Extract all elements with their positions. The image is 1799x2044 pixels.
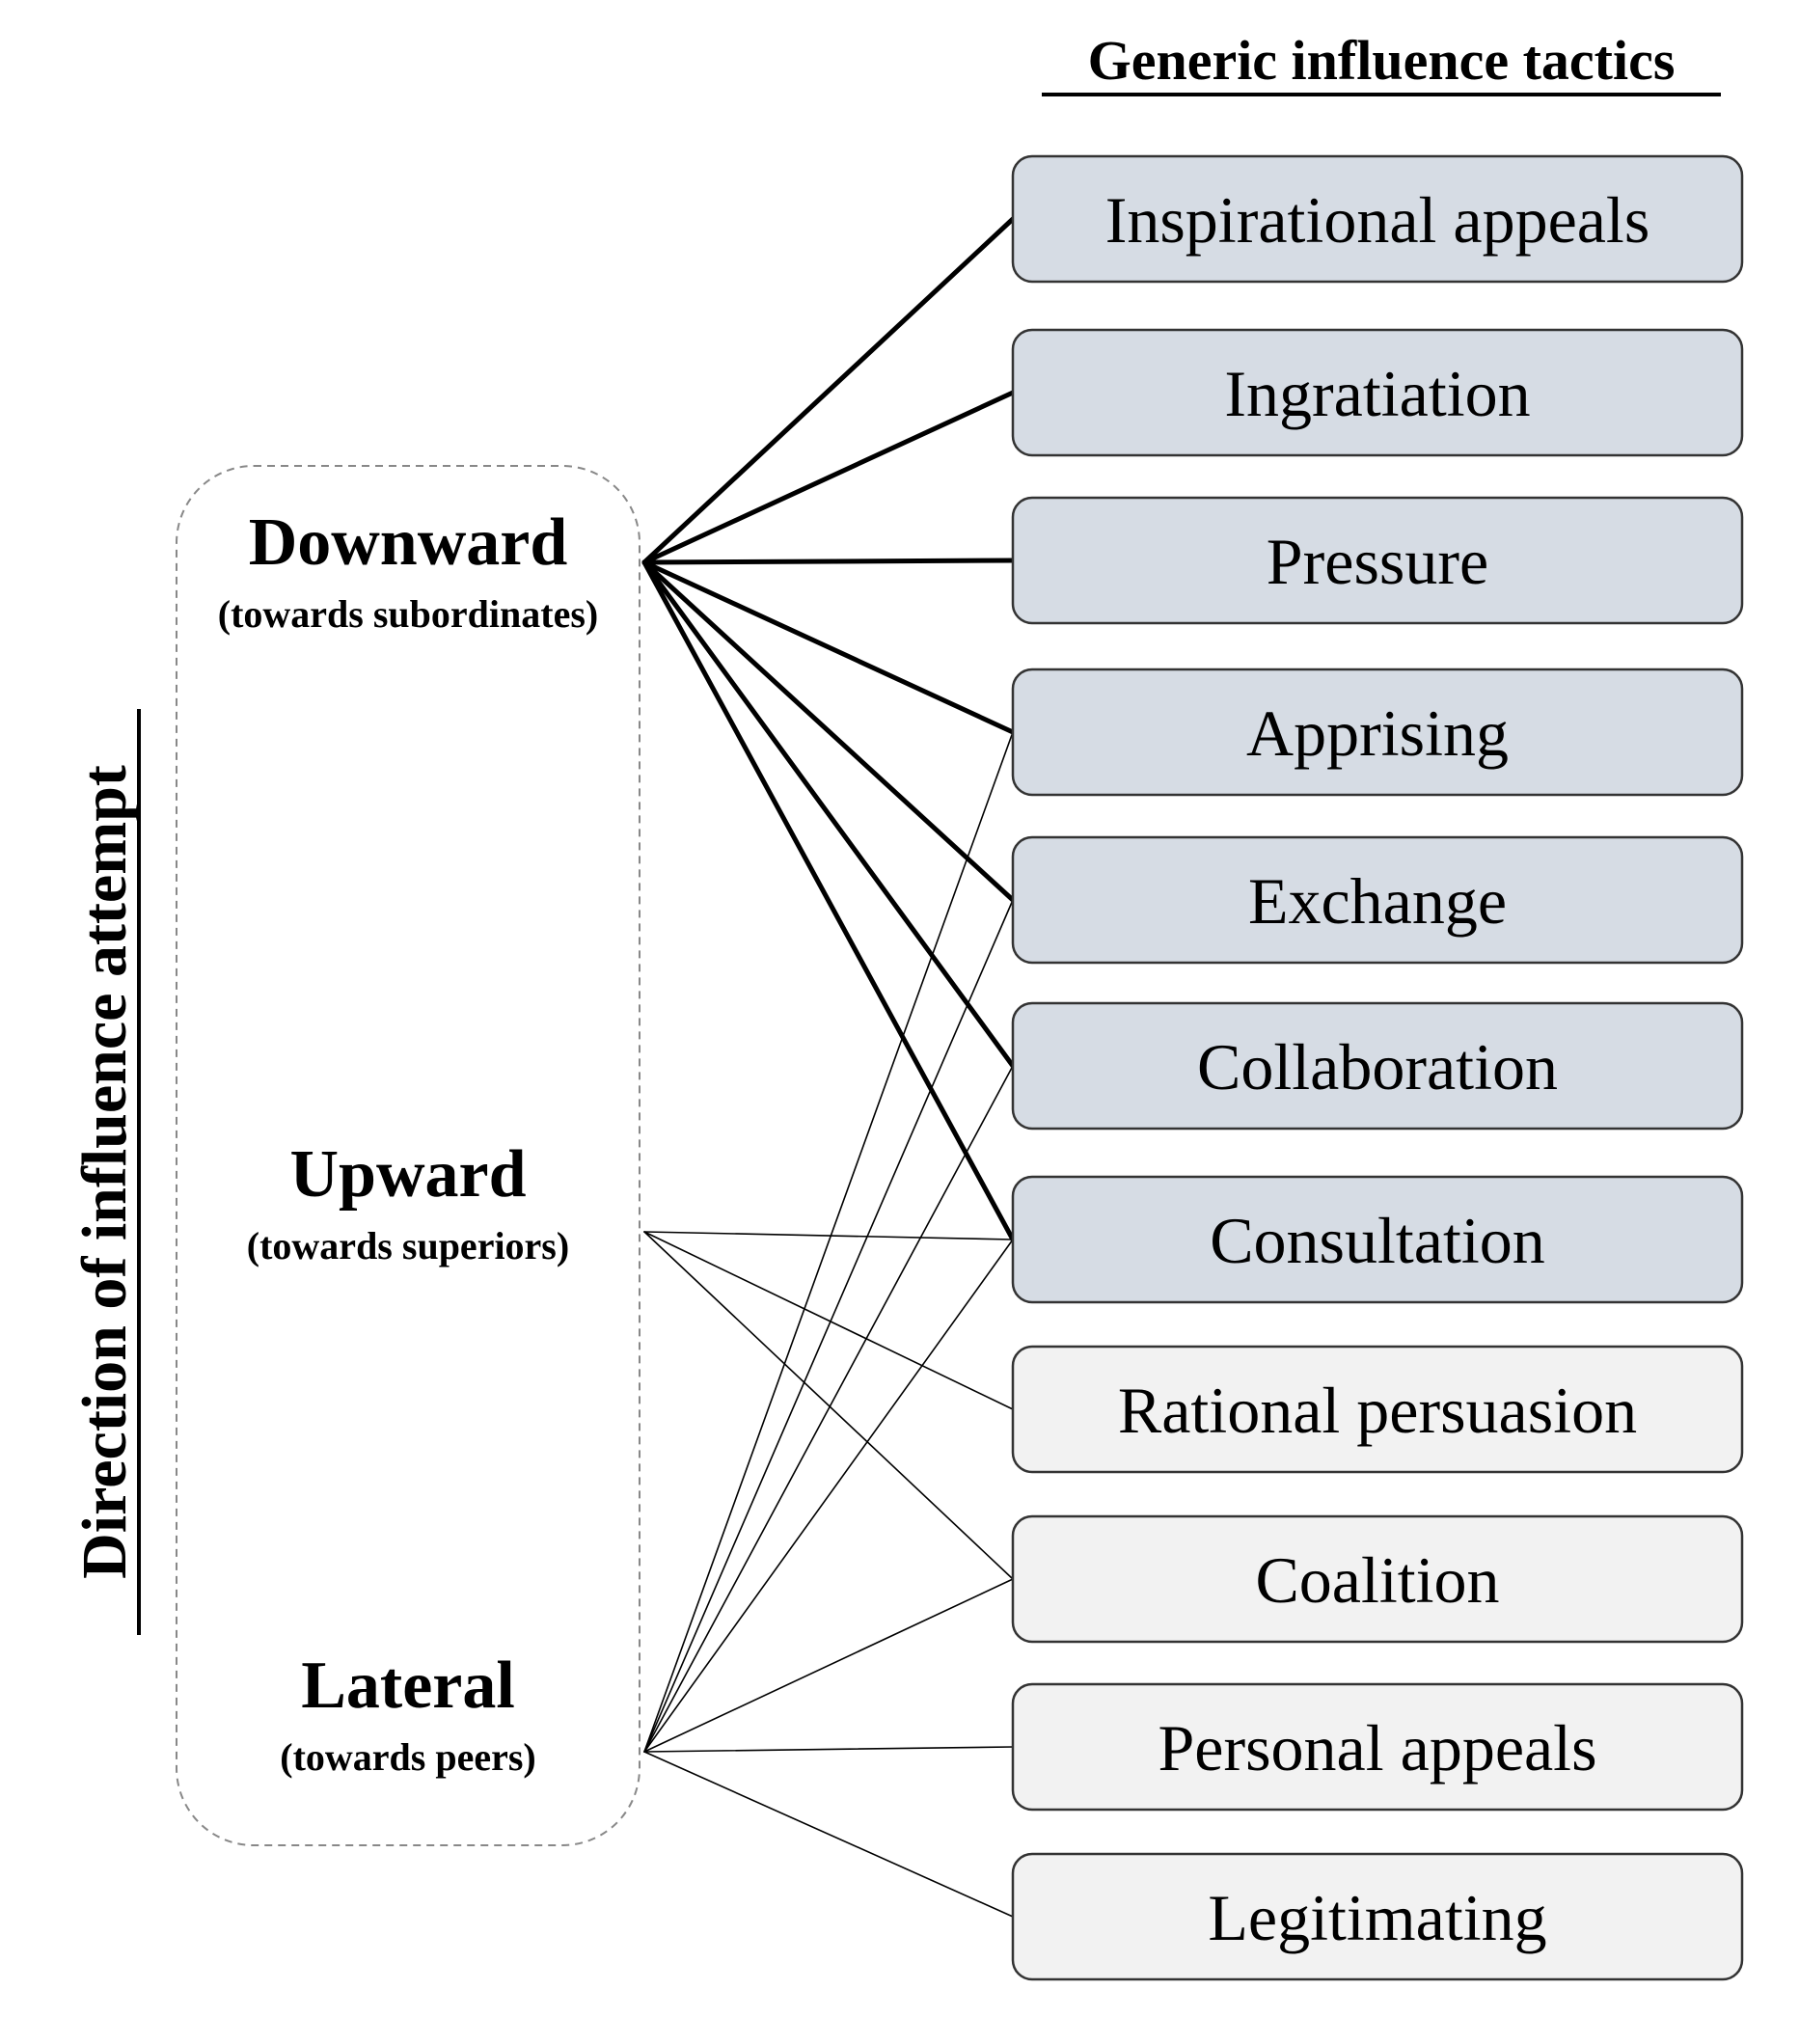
connection-lateral-to-coalition	[643, 1578, 1014, 1753]
connection-downward-to-apprising	[641, 559, 1016, 735]
tactic-label: Coalition	[1255, 1543, 1499, 1617]
direction-lateral: Lateral (towards peers)	[280, 1649, 536, 1779]
tactic-pressure: Pressure	[1011, 496, 1744, 625]
tactic-label: Inspirational appeals	[1105, 183, 1650, 257]
connection-lateral-to-consultation	[643, 1239, 1014, 1753]
tactic-apprising: Apprising	[1011, 668, 1744, 797]
tactic-rational-persuasion: Rational persuasion	[1011, 1345, 1744, 1474]
tactic-list: Inspirational appealsIngratiationPressur…	[1011, 154, 1744, 1981]
connection-lines	[641, 216, 1016, 1918]
tactic-label: Consultation	[1210, 1204, 1545, 1277]
tactic-box	[1011, 1345, 1744, 1474]
side-label-group: Direction of influence attempt	[69, 709, 141, 1635]
connection-downward-to-consultation	[641, 559, 1016, 1242]
direction-upward: Upward (towards superiors)	[247, 1137, 569, 1267]
tactic-inspirational-appeals: Inspirational appeals	[1011, 154, 1744, 284]
connection-downward-to-pressure	[641, 558, 1016, 565]
tactic-box	[1011, 1001, 1744, 1131]
side-label: Direction of influence attempt	[69, 765, 140, 1579]
tactic-label: Ingratiation	[1224, 357, 1530, 430]
direction-upward-title: Upward	[289, 1137, 526, 1212]
tactic-consultation: Consultation	[1011, 1175, 1744, 1304]
tactic-label: Exchange	[1248, 864, 1507, 938]
tactic-box	[1011, 1852, 1744, 1981]
connection-downward-to-collaboration	[641, 559, 1016, 1069]
tactic-label: Apprising	[1246, 696, 1509, 770]
connection-downward-to-inspirational-appeals	[641, 216, 1016, 565]
tactic-exchange: Exchange	[1011, 835, 1744, 965]
direction-lateral-title: Lateral	[301, 1649, 515, 1723]
tactic-personal-appeals: Personal appeals	[1011, 1682, 1744, 1812]
tactic-box	[1011, 328, 1744, 457]
tactic-legitimating: Legitimating	[1011, 1852, 1744, 1981]
connection-lateral-to-collaboration	[643, 1065, 1014, 1753]
connection-downward-to-exchange	[641, 559, 1016, 903]
tactic-collaboration: Collaboration	[1011, 1001, 1744, 1131]
connection-upward-to-consultation	[643, 1231, 1014, 1240]
connection-upward-to-coalition	[643, 1231, 1014, 1580]
diagram-title: Generic influence tactics	[1088, 29, 1676, 92]
tactic-label: Personal appeals	[1158, 1711, 1596, 1785]
tactic-box	[1011, 496, 1744, 625]
connection-downward-to-ingratiation	[641, 390, 1016, 565]
direction-lateral-subtitle: (towards peers)	[280, 1735, 536, 1779]
connection-upward-to-rational-persuasion	[643, 1231, 1014, 1410]
direction-container	[176, 465, 641, 1846]
tactic-box	[1011, 668, 1744, 797]
connection-lateral-to-exchange	[643, 899, 1014, 1753]
tactic-box	[1011, 154, 1744, 284]
tactic-box	[1011, 1682, 1744, 1812]
direction-upward-subtitle: (towards superiors)	[247, 1224, 569, 1267]
direction-downward: Downward (towards subordinates)	[218, 505, 598, 636]
direction-downward-title: Downward	[249, 505, 568, 580]
tactic-box	[1011, 1175, 1744, 1304]
connection-lateral-to-apprising	[643, 731, 1014, 1753]
tactic-label: Rational persuasion	[1118, 1374, 1637, 1447]
tactic-label: Collaboration	[1197, 1030, 1558, 1104]
tactic-box	[1011, 835, 1744, 965]
direction-downward-subtitle: (towards subordinates)	[218, 592, 598, 636]
connection-lateral-to-personal-appeals	[643, 1746, 1014, 1753]
tactic-label: Pressure	[1267, 525, 1488, 598]
tactic-coalition: Coalition	[1011, 1514, 1744, 1644]
tactic-ingratiation: Ingratiation	[1011, 328, 1744, 457]
tactic-box	[1011, 1514, 1744, 1644]
connection-lateral-to-legitimating	[643, 1751, 1014, 1918]
tactic-label: Legitimating	[1208, 1881, 1546, 1954]
